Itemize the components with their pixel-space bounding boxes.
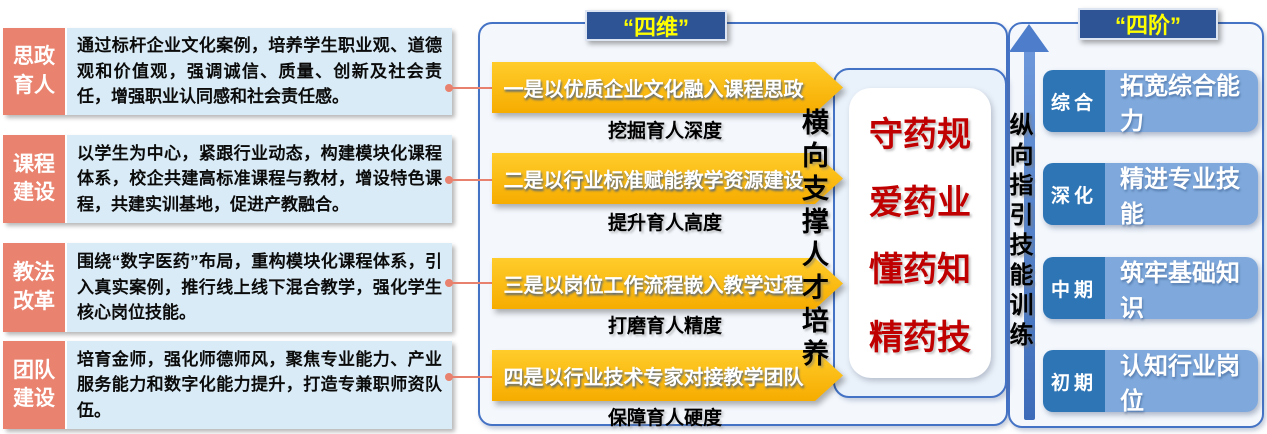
- stage-row-initial: 初期 认知行业岗位: [1043, 350, 1258, 415]
- core-value: 懂药知: [869, 251, 971, 290]
- dimension-arrow-1: 一是以优质企业文化融入课程思政: [492, 62, 843, 113]
- dimension-arrow-2: 二是以行业标准赋能教学资源建设: [492, 153, 843, 204]
- stage-chip: 中期: [1043, 257, 1105, 319]
- dimension-arrow-label: 一是以优质企业文化融入课程思政: [503, 79, 804, 101]
- stage-row-comprehensive: 综合 拓宽综合能力: [1043, 70, 1258, 135]
- left-block-label: 课程建设: [3, 135, 65, 223]
- up-arrow-icon: [1009, 24, 1049, 52]
- left-block-text: 通过标杆企业文化案例，培养学生职业观、道德观和价值观，强调诚信、质量、创新及社会…: [67, 28, 452, 115]
- dimension-caption: 提升育人高度: [607, 213, 722, 234]
- four-dimensions-header: “四维”: [585, 10, 727, 41]
- dimension-arrow-label: 四是以行业技术专家对接教学团队: [503, 367, 804, 389]
- stage-text: 精进专业技能: [1105, 163, 1258, 228]
- connector-dot: [445, 176, 453, 184]
- left-block-text: 围绕“数字医药”布局，重构模块化课程体系，引入真实案例，推行线上线下混合教学，强…: [67, 243, 452, 332]
- connector-line: [445, 373, 501, 381]
- connector-dot: [445, 279, 453, 287]
- right-arrow-shape: 二是以行业标准赋能教学资源建设: [492, 153, 843, 204]
- dimension-caption: 挖掘育人深度: [607, 121, 722, 142]
- dimension-arrow-label: 二是以行业标准赋能教学资源建设: [503, 170, 804, 192]
- left-block-text: 培育金师，强化师德师风，聚焦专业能力、产业服务能力和数字化能力提升，打造专兼职师…: [67, 341, 452, 429]
- up-arrow-shaft: [1024, 46, 1035, 420]
- left-block-ideology: 思政育人 通过标杆企业文化案例，培养学生职业观、道德观和价值观，强调诚信、质量、…: [3, 28, 452, 115]
- dimension-arrow-4: 四是以行业技术专家对接教学团队: [492, 350, 843, 401]
- left-block-text: 以学生为中心，紧跟行业动态，构建模块化课程体系，校企共建高标准课程与教材，增设特…: [67, 135, 452, 223]
- connector-line: [445, 84, 501, 92]
- core-value: 精药技: [869, 319, 971, 358]
- right-arrow-shape: 四是以行业技术专家对接教学团队: [492, 350, 843, 401]
- vertical-guidance-vertical-label: 纵向指引技能训练: [1005, 112, 1032, 352]
- core-values-card: 守药规 爱药业 懂药知 精药技: [849, 88, 991, 378]
- right-arrow-shape: 一是以优质企业文化融入课程思政: [492, 62, 843, 113]
- dimension-arrow-3: 三是以岗位工作流程嵌入教学过程: [492, 258, 843, 309]
- horizontal-support-vertical-label: 横向支撑人才培养: [798, 108, 828, 372]
- four-stages-header: “四阶”: [1078, 8, 1218, 40]
- right-arrow-shape: 三是以岗位工作流程嵌入教学过程: [492, 258, 843, 309]
- connector-dot: [445, 373, 453, 381]
- stage-text: 拓宽综合能力: [1105, 70, 1258, 135]
- core-values-box: 守药规 爱药业 懂药知 精药技: [833, 68, 1007, 398]
- connector-line: [445, 279, 501, 287]
- stage-chip: 综合: [1043, 70, 1105, 132]
- stage-chip: 深化: [1043, 163, 1105, 225]
- dimension-caption: 保障育人硬度: [607, 408, 722, 429]
- core-value: 爱药业: [869, 183, 971, 222]
- stage-row-deepening: 深化 精进专业技能: [1043, 163, 1258, 228]
- left-block-pedagogy: 教法改革 围绕“数字医药”布局，重构模块化课程体系，引入真实案例，推行线上线下混…: [3, 243, 452, 332]
- connector-dot: [445, 84, 453, 92]
- stage-text: 认知行业岗位: [1105, 350, 1258, 415]
- left-block-curriculum: 课程建设 以学生为中心，紧跟行业动态，构建模块化课程体系，校企共建高标准课程与教…: [3, 135, 452, 223]
- left-block-label: 教法改革: [3, 243, 65, 332]
- left-block-label: 团队建设: [3, 341, 65, 429]
- stage-text: 筑牢基础知识: [1105, 257, 1258, 322]
- dimension-arrow-label: 三是以岗位工作流程嵌入教学过程: [503, 275, 804, 297]
- dimension-caption: 打磨育人精度: [607, 316, 722, 337]
- connector-line: [445, 176, 501, 184]
- stage-row-middle: 中期 筑牢基础知识: [1043, 257, 1258, 322]
- left-block-label: 思政育人: [3, 28, 65, 115]
- left-block-team: 团队建设 培育金师，强化师德师风，聚焦专业能力、产业服务能力和数字化能力提升，打…: [3, 341, 452, 429]
- stage-chip: 初期: [1043, 350, 1105, 412]
- core-value: 守药规: [869, 115, 971, 154]
